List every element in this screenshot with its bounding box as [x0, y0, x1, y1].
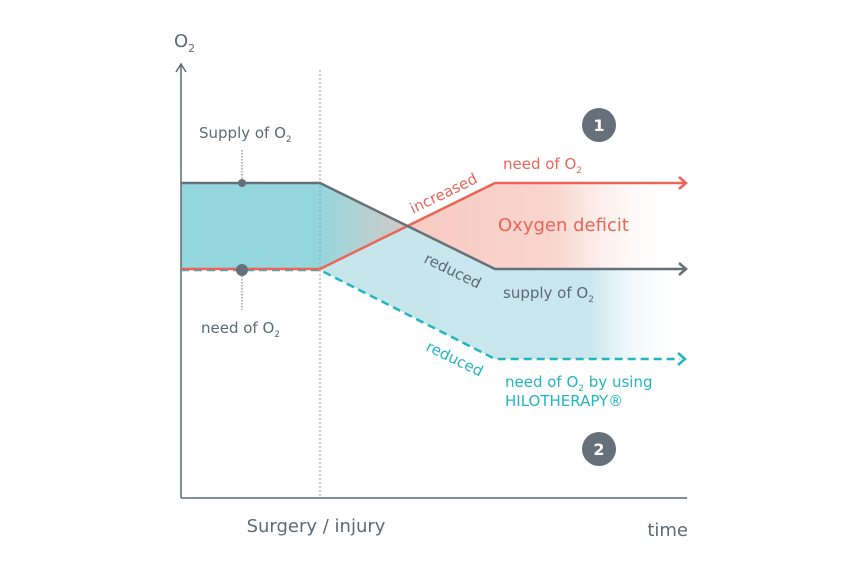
- need-hilotherapy-label-line1: need of O2 by using: [505, 373, 652, 394]
- oxygen-deficit-label: Oxygen deficit: [498, 215, 629, 236]
- badge-1: 1: [582, 108, 616, 142]
- x-axis-label: time: [647, 520, 688, 541]
- transition-band: [320, 183, 406, 270]
- badge-2-text: 2: [593, 440, 604, 459]
- y-axis-arrow-icon: [175, 62, 187, 73]
- need-hilotherapy-label-line2: HILOTHERAPY®: [505, 392, 623, 410]
- supply-initial-label: Supply of O2: [199, 124, 292, 145]
- supply-line: [181, 181, 684, 271]
- supply-reduced-label: supply of O2: [503, 284, 594, 305]
- y-axis-label: O2: [174, 31, 195, 55]
- badge-1-text: 1: [593, 116, 604, 135]
- need-arrow-icon: [678, 176, 688, 190]
- need-dot: [236, 264, 248, 276]
- need-initial-label: need of O2: [201, 319, 280, 340]
- reduced-need-band: [320, 226, 680, 359]
- need-hilotherapy-arrow-icon: [677, 352, 687, 366]
- badge-2: 2: [582, 432, 616, 466]
- need-increased-label: need of O2: [503, 155, 582, 176]
- oxygen-deficit-area: [406, 183, 680, 269]
- supply-dot: [238, 179, 246, 187]
- initial-band: [181, 183, 320, 270]
- event-label: Surgery / injury: [247, 516, 386, 537]
- supply-arrow-icon: [678, 262, 688, 276]
